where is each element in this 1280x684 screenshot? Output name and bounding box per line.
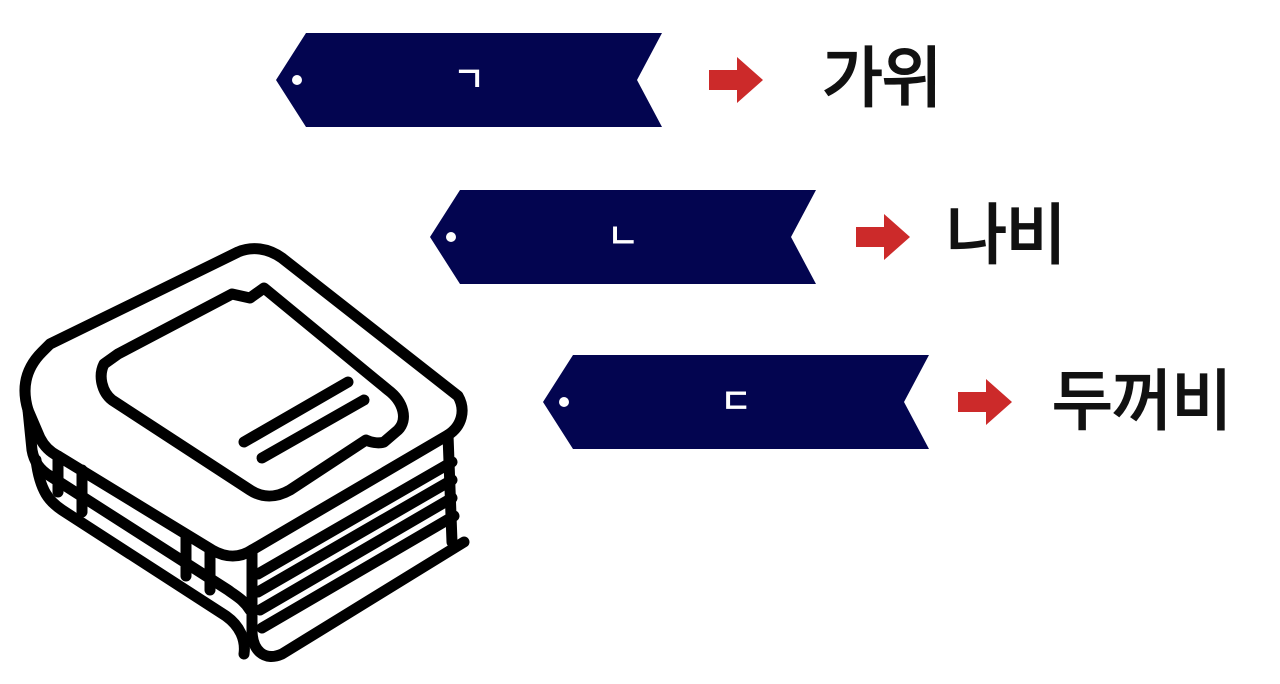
word-label: 가위	[822, 40, 942, 117]
right-arrow-icon	[958, 379, 1012, 425]
book-icon	[0, 230, 490, 684]
letter-tag: ㄴ	[430, 190, 816, 284]
tag-letter: ㄱ	[453, 60, 485, 100]
word-label: 나비	[946, 197, 1066, 274]
letter-tag: ㄱ	[276, 33, 662, 127]
word-label: 두꺼비	[1052, 363, 1232, 440]
tag-letter: ㄴ	[607, 217, 639, 257]
tag-letter: ㄷ	[720, 382, 752, 422]
right-arrow-icon	[856, 214, 910, 260]
right-arrow-icon	[709, 57, 763, 103]
letter-tag: ㄷ	[543, 355, 929, 449]
